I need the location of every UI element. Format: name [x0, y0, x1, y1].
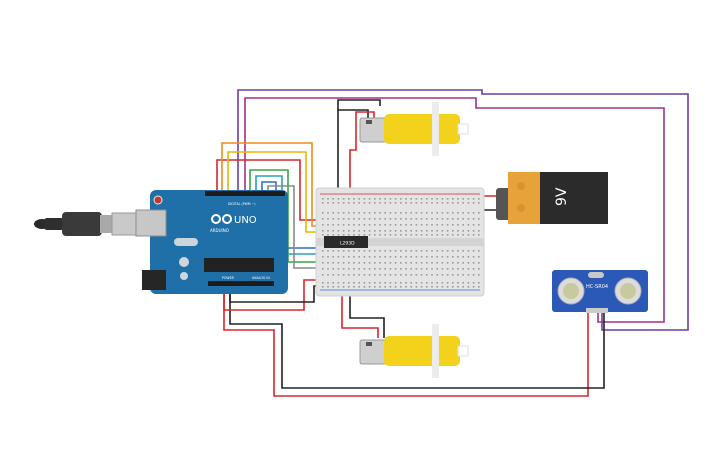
wire-red-5v-bb[interactable] — [223, 279, 320, 311]
wires-perimeter — [223, 89, 689, 397]
wire-gray-misc[interactable] — [267, 185, 336, 269]
digital-pins-label: DIGITAL (PWM ~) — [228, 202, 255, 206]
driver-chip-label: L293D — [340, 241, 355, 247]
wire-teal-in4[interactable] — [255, 175, 336, 255]
breadboard[interactable] — [315, 187, 485, 297]
wire-red-in1[interactable] — [216, 159, 330, 221]
battery-label: 9V — [554, 187, 570, 206]
power-pins-label: POWER — [222, 276, 235, 280]
analog-pins-label: ANALOG IN — [252, 276, 270, 280]
arduino-logo-icon — [211, 214, 232, 224]
ultrasonic-crystal — [588, 272, 604, 278]
dc-motor-top[interactable] — [359, 102, 469, 156]
wire-red-motor2[interactable] — [341, 270, 379, 338]
usb-jack — [135, 209, 167, 237]
wire-green-in3[interactable] — [249, 169, 330, 263]
breadboard-channel — [316, 238, 484, 246]
arduino-uno-board[interactable]: UNO ARDUINO DIGITAL (PWM ~) POWER ANALOG… — [135, 190, 288, 294]
ultrasonic-pins — [586, 308, 608, 313]
capacitor — [180, 272, 188, 280]
wire-black-gnd[interactable] — [229, 285, 605, 389]
wire-red-vcc[interactable] — [223, 285, 589, 397]
arduino-brand-label: ARDUINO — [210, 228, 229, 233]
atmega-chip — [204, 258, 274, 272]
battery-9v[interactable]: 9V — [496, 172, 608, 224]
ultrasonic-sensor[interactable]: HC-SR04 — [552, 270, 648, 313]
capacitor — [179, 257, 189, 267]
wires-signal — [216, 142, 336, 269]
arduino-uno-label: UNO — [234, 215, 257, 226]
wire-purple-trig[interactable] — [244, 97, 665, 323]
crystal — [174, 238, 198, 246]
ultrasonic-label: HC-SR04 — [586, 284, 608, 290]
power-jack — [142, 270, 166, 290]
reset-button[interactable] — [153, 195, 163, 205]
wire-violet-echo[interactable] — [237, 89, 689, 331]
motor-driver-chip[interactable]: L293D — [324, 236, 368, 248]
usb-cable[interactable] — [34, 212, 141, 236]
power-header — [208, 281, 274, 286]
dc-motor-bottom[interactable] — [359, 324, 469, 378]
breadboard-holes — [322, 198, 480, 288]
wire-red-motor1[interactable] — [349, 111, 375, 214]
digital-header — [205, 191, 285, 196]
wire-yellow-en[interactable] — [227, 151, 330, 233]
